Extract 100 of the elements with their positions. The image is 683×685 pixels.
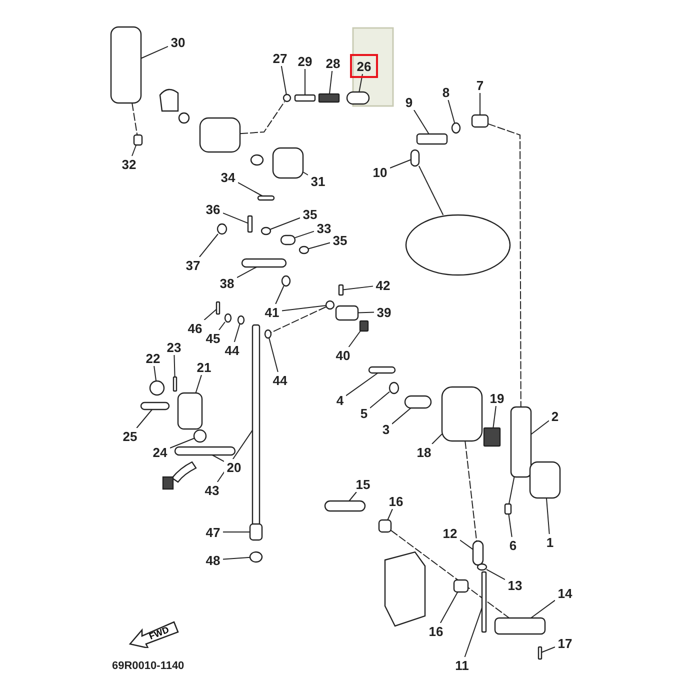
assembly-line: [488, 123, 522, 408]
part-drawing: [538, 646, 542, 660]
leader-line: [236, 266, 258, 278]
part-drawing: [510, 406, 532, 478]
leader-line: [270, 217, 300, 230]
part-drawing: [177, 392, 203, 430]
rod-drawing: [280, 234, 296, 246]
rod-drawing: [140, 402, 170, 410]
part-drawing: [252, 324, 260, 526]
round-part-drawing: [476, 563, 488, 571]
part-drawing: [504, 503, 512, 515]
assembly-line: [270, 306, 326, 334]
leader-line: [390, 159, 412, 168]
round-part-drawing: [281, 275, 291, 287]
leader-line: [198, 234, 218, 258]
assembly-line: [390, 530, 510, 618]
forward-arrow-sign: FWD: [128, 618, 180, 648]
drawing-code: 69R0010-1140: [112, 659, 184, 674]
assembly-line: [464, 440, 478, 542]
leader-line: [530, 600, 556, 618]
leader-line: [448, 100, 456, 124]
callout-number: 44: [222, 342, 242, 358]
callout-number: 6: [507, 537, 519, 553]
leader-line: [348, 330, 361, 348]
leader-line: [308, 242, 330, 250]
leader-line: [238, 182, 263, 196]
round-part-drawing: [325, 300, 335, 310]
leader-line: [342, 286, 374, 290]
callout-number: 35: [330, 232, 350, 248]
assembly-line: [240, 101, 286, 134]
leader-line: [218, 322, 226, 330]
leader-line: [464, 607, 482, 658]
leader-line: [216, 430, 253, 482]
leader-line: [541, 646, 556, 653]
leader-line: [222, 556, 250, 560]
leader-line: [432, 434, 442, 444]
leader-line: [346, 372, 378, 396]
leader-line: [174, 354, 176, 378]
part-drawing: [453, 579, 469, 593]
round-part-drawing: [451, 122, 461, 134]
leader-line: [132, 144, 137, 156]
callout-number: 45: [203, 330, 223, 346]
leader-line: [154, 366, 157, 382]
rod-drawing: [149, 380, 165, 396]
leader-line: [136, 409, 153, 428]
callout-number: 41: [262, 304, 282, 320]
round-part-drawing: [216, 223, 228, 235]
round-part-drawing: [405, 214, 511, 276]
round-part-drawing: [282, 94, 292, 102]
leader-line: [140, 46, 168, 59]
leader-line: [486, 568, 506, 580]
part-drawing: [110, 26, 142, 104]
spring-drawing: [483, 427, 501, 447]
callout-number: 24: [150, 444, 170, 460]
spring-drawing: [318, 93, 340, 103]
callout-number: 4: [334, 392, 346, 408]
callout-number: 44: [270, 372, 290, 388]
part-drawing: [378, 519, 392, 533]
round-part-drawing: [249, 551, 263, 563]
leader-line: [280, 66, 287, 95]
leader-line: [460, 540, 474, 550]
round-part-drawing: [237, 315, 245, 325]
leader-line: [195, 374, 202, 394]
assembly-line: [132, 102, 138, 136]
callout-number: 3: [380, 421, 392, 437]
part-drawing: [199, 117, 241, 153]
part-drawing: [471, 114, 489, 128]
callout-number: 43: [202, 482, 222, 498]
callout-number: 37: [183, 257, 203, 273]
part-drawing: [481, 571, 487, 633]
part-drawing: [172, 376, 178, 392]
leader-line: [546, 498, 550, 534]
part-drawing: [441, 386, 483, 442]
round-part-drawing: [224, 313, 232, 323]
assembly-line: [418, 166, 444, 216]
callout-number: 40: [333, 347, 353, 363]
callout-number: 13: [505, 577, 525, 593]
rod-drawing: [324, 500, 366, 512]
leader-line: [328, 70, 333, 94]
part-drawing: [294, 94, 316, 102]
leader-line: [294, 230, 314, 238]
leader-line: [234, 324, 240, 342]
spring-drawing: [359, 320, 369, 332]
leader-line: [275, 286, 284, 304]
rod-drawing: [472, 540, 484, 566]
leader-line: [204, 308, 217, 320]
round-part-drawing: [264, 329, 272, 339]
leader-line: [358, 312, 374, 314]
leader-line: [282, 304, 326, 312]
leader-line: [170, 438, 194, 448]
part-drawing: [216, 301, 220, 315]
leader-line: [348, 492, 357, 502]
part-drawing: [247, 215, 253, 233]
rod-drawing: [368, 366, 396, 374]
callout-number: 31: [308, 173, 328, 189]
part-drawing: [416, 133, 448, 145]
leader-line: [358, 74, 363, 92]
callout-number: 5: [358, 405, 370, 421]
leader-line: [387, 508, 393, 520]
round-part-drawing: [193, 429, 207, 443]
